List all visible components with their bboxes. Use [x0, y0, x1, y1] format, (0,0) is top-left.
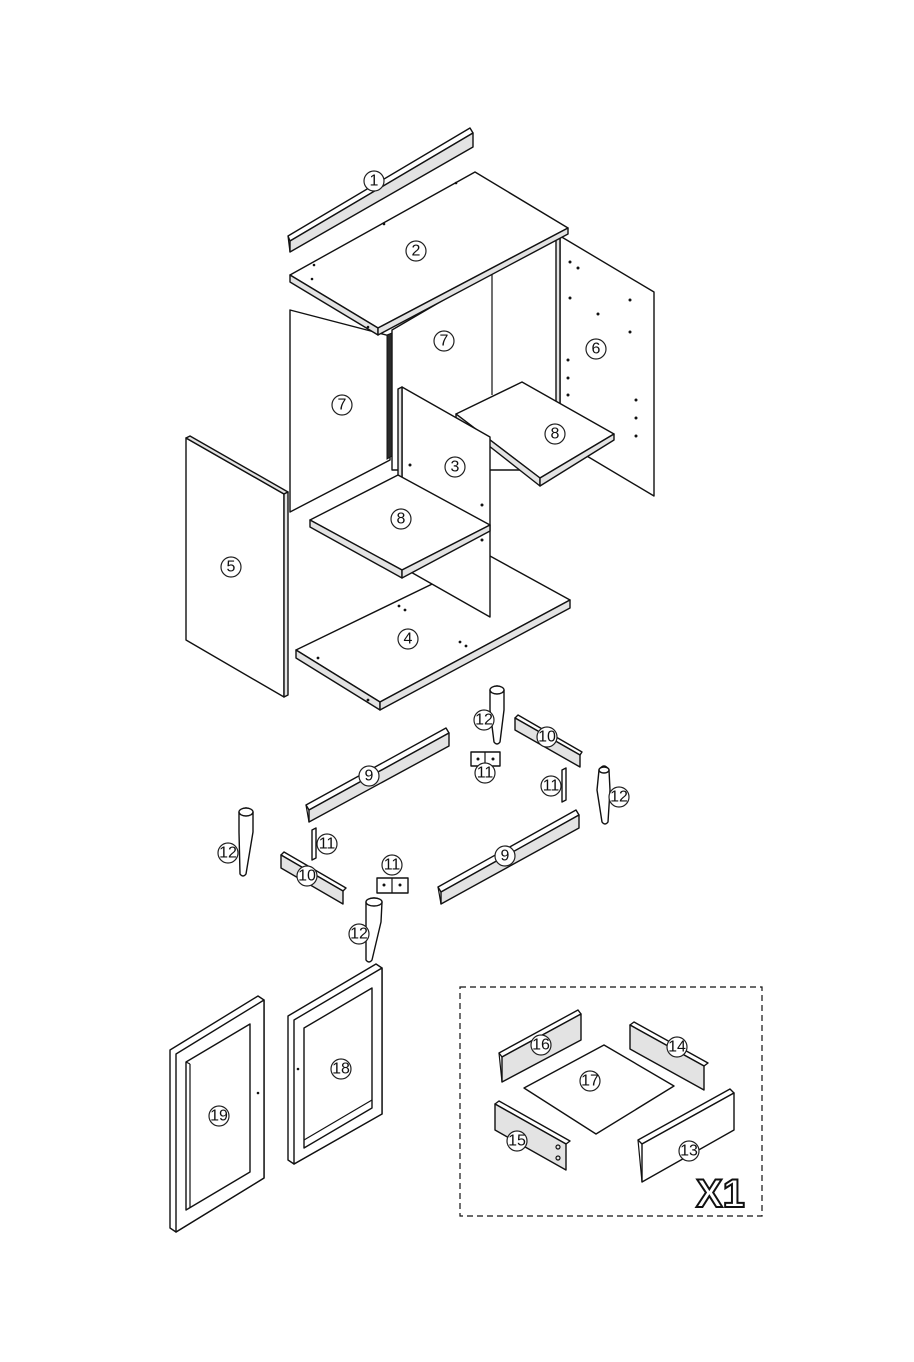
- svg-text:11: 11: [319, 836, 336, 853]
- svg-text:11: 11: [477, 765, 494, 782]
- leg-left: [239, 808, 253, 876]
- part-callout-19: 19: [209, 1106, 229, 1126]
- part-callout-12-front: 12: [349, 924, 369, 944]
- part-callout-12-back: 12: [474, 710, 494, 730]
- drawer-kit-quantity: X1: [696, 1172, 745, 1216]
- svg-text:11: 11: [543, 778, 560, 795]
- part-callout-14: 14: [667, 1037, 687, 1057]
- part-callout-9-front: 9: [495, 846, 515, 866]
- part-callout-11-right: 11: [541, 776, 561, 796]
- drawer-side-15: [495, 1101, 570, 1170]
- svg-text:12: 12: [610, 789, 628, 806]
- svg-text:9: 9: [365, 768, 374, 785]
- part-callout-15: 15: [507, 1131, 527, 1151]
- svg-text:1: 1: [370, 173, 379, 190]
- svg-text:14: 14: [668, 1039, 686, 1056]
- part-callout-1: 1: [364, 171, 384, 191]
- svg-text:18: 18: [332, 1061, 350, 1078]
- svg-text:10: 10: [538, 729, 556, 746]
- part-callout-12-right: 12: [609, 787, 629, 807]
- part-callout-7-right: 7: [434, 331, 454, 351]
- part-callout-11-left: 11: [317, 834, 337, 854]
- part-callout-11-front: 11: [382, 855, 402, 875]
- svg-text:8: 8: [551, 426, 560, 443]
- part-callout-11-back: 11: [475, 763, 495, 783]
- part-callout-8-right: 8: [545, 424, 565, 444]
- part-callout-4: 4: [398, 629, 418, 649]
- svg-text:8: 8: [397, 511, 406, 528]
- svg-text:12: 12: [219, 845, 237, 862]
- svg-text:17: 17: [581, 1073, 599, 1090]
- part-callout-17: 17: [580, 1071, 600, 1091]
- part-callout-7-left: 7: [332, 395, 352, 415]
- part-callout-9-rear: 9: [359, 766, 379, 786]
- part-callout-16: 16: [531, 1035, 551, 1055]
- svg-text:2: 2: [412, 243, 421, 260]
- svg-text:16: 16: [532, 1037, 550, 1054]
- svg-text:12: 12: [350, 926, 368, 943]
- svg-text:12: 12: [475, 712, 493, 729]
- part-callout-8-left: 8: [391, 509, 411, 529]
- part-callout-2: 2: [406, 241, 426, 261]
- leg-right: [597, 766, 610, 824]
- part-callout-6: 6: [586, 339, 606, 359]
- svg-text:4: 4: [404, 631, 413, 648]
- svg-text:7: 7: [338, 397, 347, 414]
- svg-text:6: 6: [592, 341, 601, 358]
- drawer-front-13: [638, 1089, 734, 1182]
- part-callout-3: 3: [445, 457, 465, 477]
- svg-text:13: 13: [680, 1143, 698, 1160]
- part-callout-10-left: 10: [297, 866, 317, 886]
- part-callout-10-right: 10: [537, 727, 557, 747]
- svg-text:19: 19: [210, 1108, 228, 1125]
- svg-text:9: 9: [501, 848, 510, 865]
- corner-bracket-front: [377, 878, 408, 893]
- svg-text:11: 11: [384, 857, 401, 874]
- svg-text:5: 5: [227, 559, 236, 576]
- part-callout-12-left: 12: [218, 843, 238, 863]
- part-callout-18: 18: [331, 1059, 351, 1079]
- corner-bracket-right: [562, 768, 566, 802]
- svg-text:3: 3: [451, 459, 460, 476]
- svg-text:15: 15: [508, 1133, 526, 1150]
- svg-text:10: 10: [298, 868, 316, 885]
- corner-bracket-left: [312, 828, 316, 860]
- svg-text:7: 7: [440, 333, 449, 350]
- part-callout-13: 13: [679, 1141, 699, 1161]
- part-callout-5: 5: [221, 557, 241, 577]
